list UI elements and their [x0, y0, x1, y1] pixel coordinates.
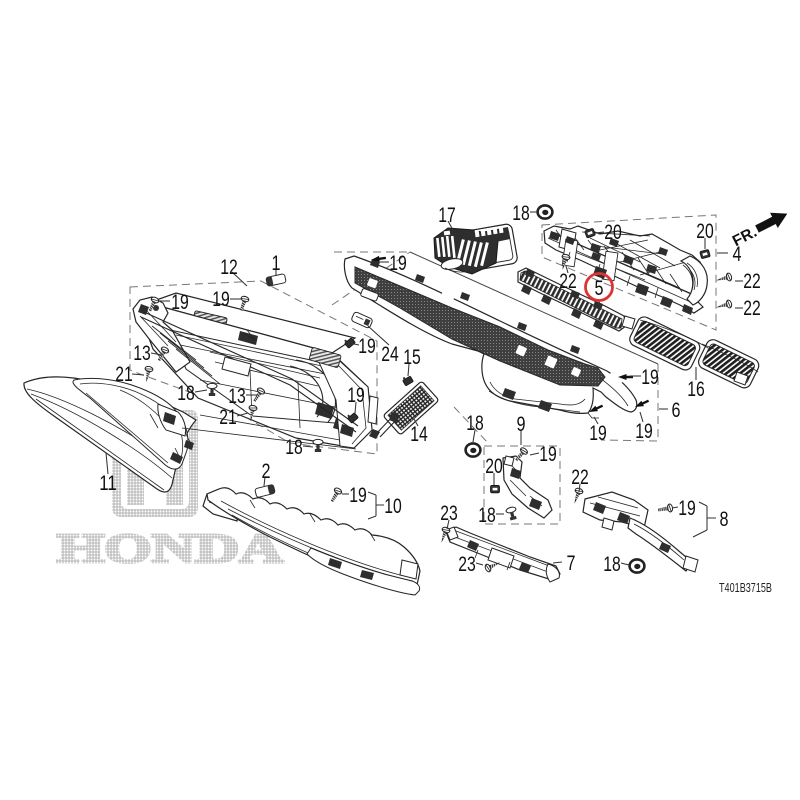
svg-text:4: 4: [733, 243, 742, 266]
svg-text:15: 15: [403, 346, 421, 369]
svg-text:20: 20: [696, 220, 714, 243]
svg-text:18: 18: [478, 504, 496, 527]
svg-text:8: 8: [720, 508, 729, 531]
svg-text:19: 19: [171, 291, 189, 314]
svg-text:18: 18: [285, 436, 303, 459]
svg-text:18: 18: [466, 412, 484, 435]
svg-text:T401B3715B: T401B3715B: [719, 580, 772, 595]
svg-text:19: 19: [347, 384, 365, 407]
svg-text:HONDA: HONDA: [57, 525, 284, 571]
svg-text:19: 19: [641, 366, 659, 389]
svg-text:6: 6: [672, 399, 681, 422]
svg-text:18: 18: [603, 553, 621, 576]
svg-text:16: 16: [687, 378, 705, 401]
svg-text:19: 19: [212, 288, 230, 311]
svg-text:13: 13: [228, 385, 246, 408]
svg-text:11: 11: [99, 472, 117, 495]
svg-text:14: 14: [410, 423, 428, 446]
svg-text:19: 19: [678, 497, 696, 520]
svg-text:12: 12: [220, 256, 238, 279]
svg-text:22: 22: [559, 270, 577, 293]
svg-text:18: 18: [512, 202, 530, 225]
svg-text:19: 19: [358, 335, 376, 358]
svg-text:21: 21: [115, 363, 133, 386]
svg-text:23: 23: [458, 553, 476, 576]
svg-text:19: 19: [635, 420, 653, 443]
svg-text:18: 18: [177, 382, 195, 405]
svg-text:22: 22: [743, 297, 761, 320]
svg-text:21: 21: [219, 406, 237, 429]
svg-text:22: 22: [743, 270, 761, 293]
svg-text:20: 20: [485, 455, 503, 478]
svg-text:19: 19: [349, 484, 367, 507]
svg-text:20: 20: [604, 221, 622, 244]
svg-text:24: 24: [381, 343, 399, 366]
svg-text:19: 19: [389, 252, 407, 275]
svg-text:13: 13: [133, 342, 151, 365]
svg-text:10: 10: [384, 495, 402, 518]
svg-text:5: 5: [595, 277, 604, 300]
svg-text:19: 19: [589, 422, 607, 445]
svg-text:2: 2: [262, 460, 271, 483]
svg-text:1: 1: [272, 252, 281, 275]
svg-text:23: 23: [440, 502, 458, 525]
svg-text:7: 7: [567, 552, 576, 575]
svg-text:19: 19: [539, 443, 557, 466]
svg-text:9: 9: [517, 413, 526, 436]
svg-text:22: 22: [571, 466, 589, 489]
svg-text:17: 17: [438, 204, 456, 227]
